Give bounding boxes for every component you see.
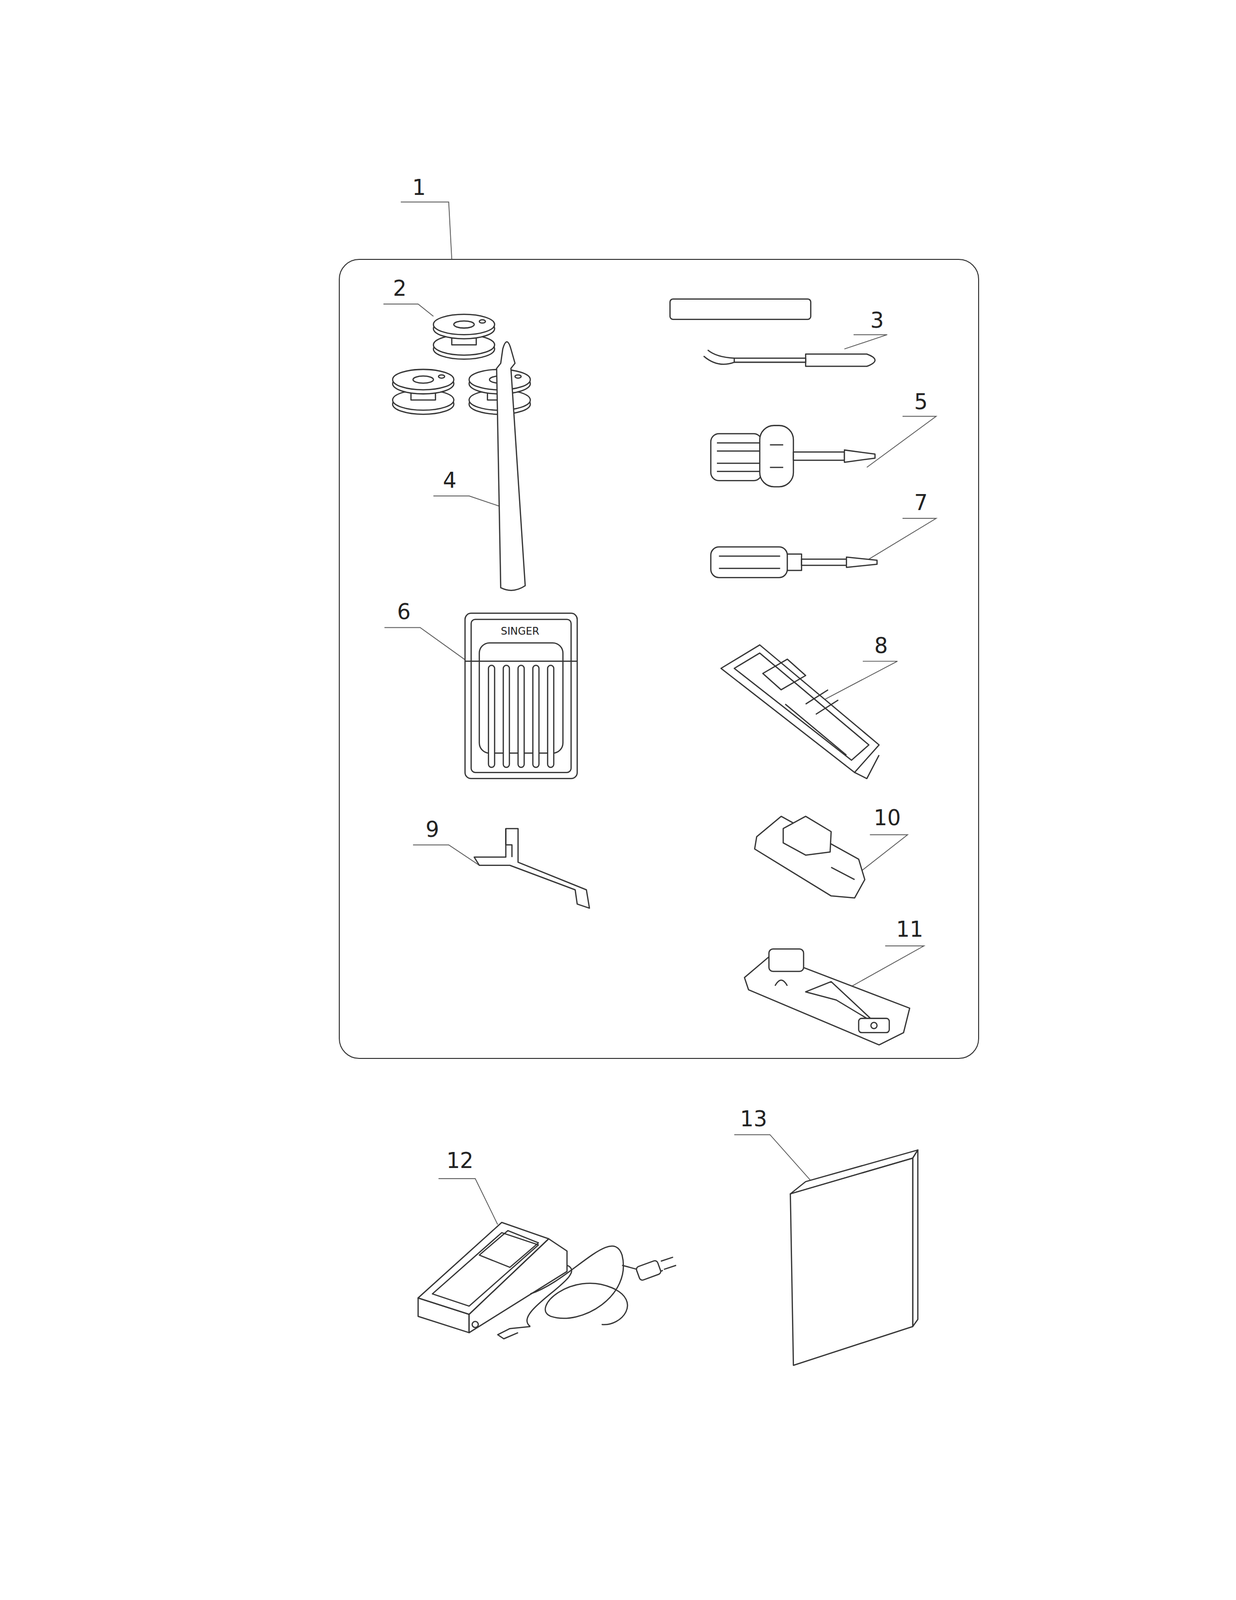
callout-number: 10 — [873, 807, 901, 829]
seam-ripper — [669, 299, 875, 367]
spool-pin — [496, 341, 526, 591]
callout-number: 13 — [740, 1108, 768, 1130]
callout-number: 5 — [914, 391, 928, 413]
callout-number: 7 — [914, 491, 928, 514]
buttonhole-foot — [721, 644, 880, 779]
callout-number: 1 — [412, 176, 427, 199]
edge-guide — [474, 828, 590, 908]
callout-number: 11 — [896, 918, 924, 940]
screwdriver — [710, 425, 875, 487]
zipper-foot — [754, 816, 865, 898]
instruction-book — [790, 1149, 919, 1365]
needle-pack — [464, 613, 577, 779]
callout-number: 8 — [874, 634, 888, 657]
callout-number: 9 — [425, 818, 440, 840]
callout-number: 4 — [443, 469, 457, 492]
callout-number: 6 — [396, 601, 411, 623]
callout-number: 3 — [870, 309, 884, 332]
leader-lines — [383, 202, 936, 1225]
small-screwdriver — [710, 546, 877, 578]
foot-pedal — [418, 1221, 677, 1339]
callout-number: 12 — [446, 1149, 474, 1172]
brand-text: SINGER — [500, 626, 539, 637]
callout-number: 2 — [393, 277, 407, 300]
hemmer-foot — [744, 948, 910, 1045]
accessory-box: 1 — [338, 258, 980, 1059]
